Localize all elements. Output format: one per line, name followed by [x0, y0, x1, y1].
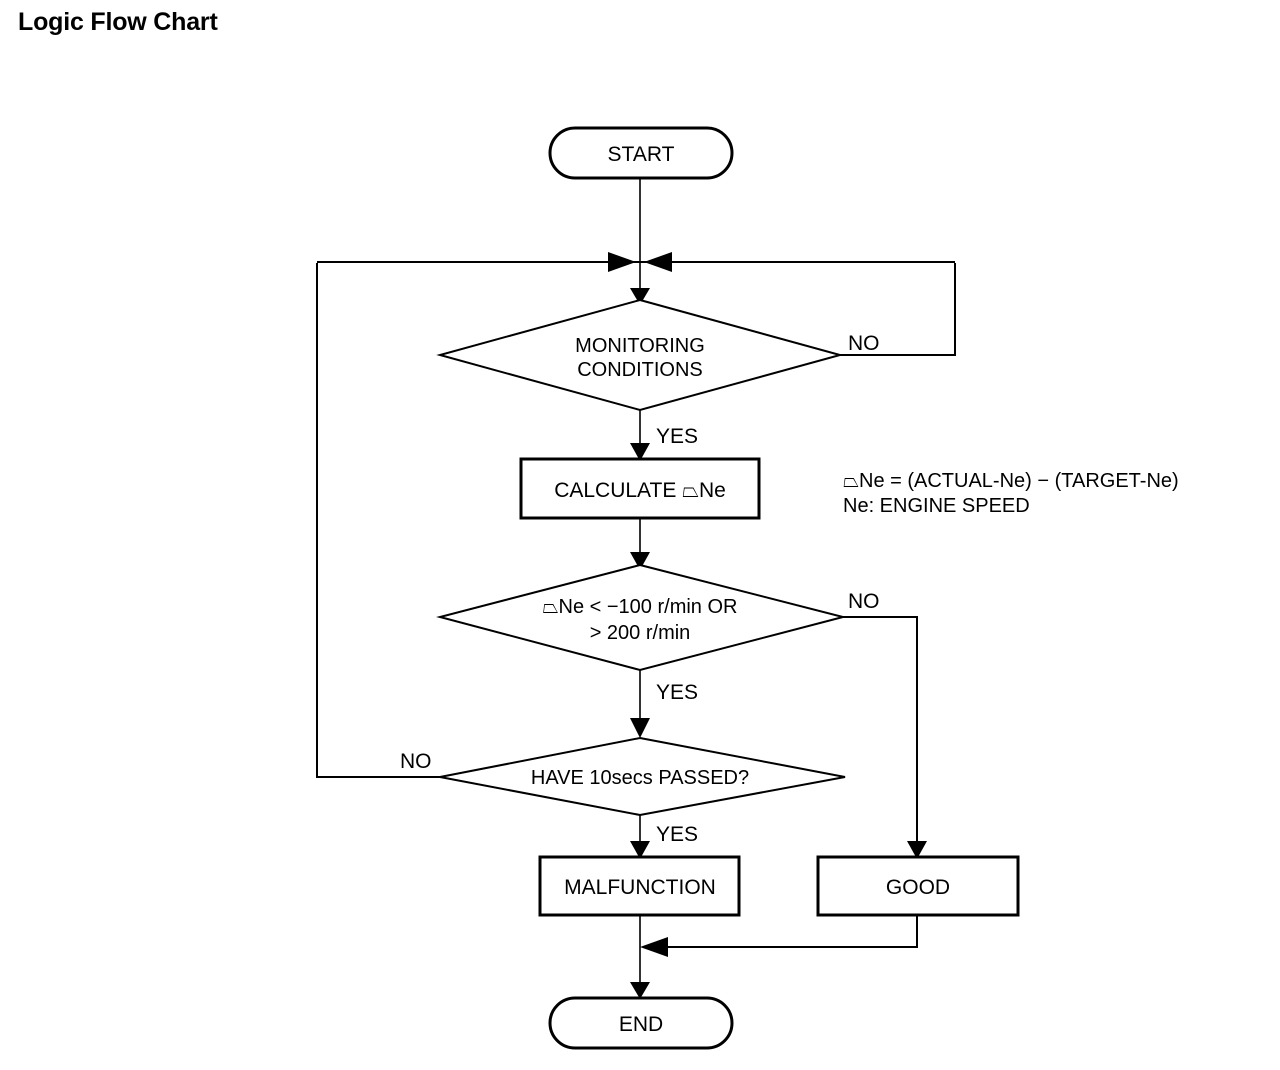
node-end-label: END: [619, 1013, 663, 1036]
page-title: Logic Flow Chart: [18, 8, 218, 36]
node-good[interactable]: GOOD: [816, 855, 1020, 917]
edge-threshold-no: [843, 616, 927, 859]
edge-calculate-to-threshold: [630, 518, 650, 570]
branch-label-timer-no: NO: [400, 750, 432, 773]
node-calculate-label: CALCULATE ⏢Ne: [554, 479, 726, 502]
node-threshold-check[interactable]: ⏢Ne < −100 r/min OR > 200 r/min: [436, 563, 847, 672]
node-threshold-label-line2: > 200 r/min: [590, 622, 691, 644]
edge-junction-to-monitoring: [630, 262, 650, 305]
node-monitoring-label-line1: MONITORING: [575, 335, 705, 357]
edge-threshold-yes: [630, 670, 650, 738]
node-threshold-label-line1: ⏢Ne < −100 r/min OR: [543, 596, 738, 618]
edge-malfunction-to-end: [630, 915, 650, 999]
merge-junction: [317, 252, 955, 272]
node-end[interactable]: END: [548, 996, 734, 1050]
branch-label-timer-yes: YES: [656, 823, 698, 846]
branch-label-threshold-no: NO: [848, 590, 880, 613]
node-malfunction-label: MALFUNCTION: [564, 876, 716, 899]
node-calculate[interactable]: CALCULATE ⏢Ne: [519, 457, 761, 520]
node-timer-label: HAVE 10secs PASSED?: [531, 767, 749, 789]
edge-timer-yes: [630, 815, 650, 859]
edge-good-to-end: [640, 915, 918, 957]
formula-note-line2: Ne: ENGINE SPEED: [843, 495, 1030, 517]
node-monitoring-conditions[interactable]: MONITORING CONDITIONS: [436, 298, 844, 412]
node-monitoring-label-line2: CONDITIONS: [577, 359, 703, 381]
formula-note: ⏢Ne = (ACTUAL-Ne) − (TARGET-Ne) Ne: ENGI…: [843, 470, 1179, 517]
branch-label-monitoring-yes: YES: [656, 425, 698, 448]
edge-timer-no: [316, 263, 440, 778]
node-malfunction[interactable]: MALFUNCTION: [538, 855, 741, 917]
formula-note-line1: ⏢Ne = (ACTUAL-Ne) − (TARGET-Ne): [843, 470, 1179, 492]
node-good-label: GOOD: [886, 876, 950, 899]
edge-monitoring-yes: [630, 410, 650, 461]
branch-label-threshold-yes: YES: [656, 681, 698, 704]
branch-label-monitoring-no: NO: [848, 332, 880, 355]
node-timer-check[interactable]: HAVE 10secs PASSED?: [439, 736, 846, 817]
node-start-label: START: [608, 143, 675, 166]
node-start[interactable]: START: [548, 126, 734, 180]
edge-monitoring-no: [840, 263, 956, 356]
